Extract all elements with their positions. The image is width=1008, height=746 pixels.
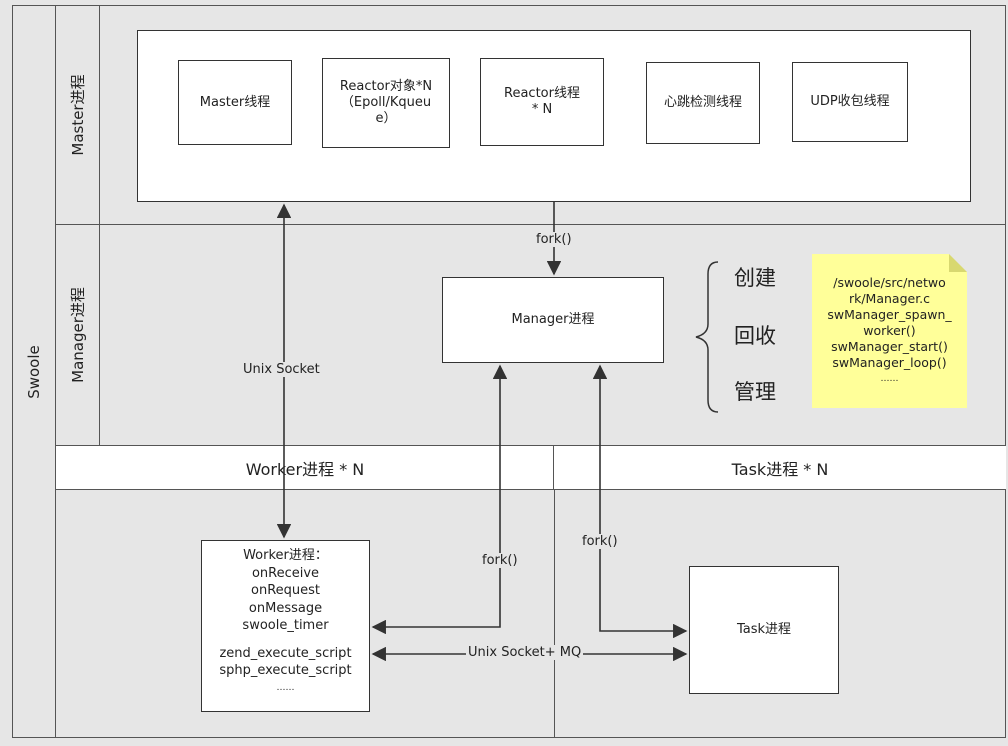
reactor-thread-box: Reactor线程 * N [480,58,604,146]
brace-item-recycle: 回收 [734,324,776,348]
udp-thread-box: UDP收包线程 [792,62,908,142]
manager-label-column [56,225,100,446]
unix-socket-mq-label: Unix Socket+ MQ [466,645,584,660]
heartbeat-thread-box: 心跳检测线程 [646,62,760,144]
note-line: worker() [863,323,916,338]
worker-line: sphp_execute_script [219,663,352,678]
note-line: swManager_loop() [832,355,947,370]
brace-item-manage: 管理 [734,380,776,404]
worker-fork-label: fork() [480,553,520,568]
worker-line: onReceive [251,565,320,581]
manager-box-label: Manager进程 [511,312,595,327]
worker-line: onMessage [248,600,323,616]
master-thread-box: Master线程 [178,60,292,145]
task-box: Task进程 [689,566,839,694]
manager-section [56,225,1006,446]
worker-line: …… [276,682,295,693]
task-box-label: Task进程 [736,622,792,637]
worker-line: zend_execute_script [219,645,352,661]
worker-task-divider [554,490,555,738]
heartbeat-thread-label: 心跳检测线程 [663,95,742,110]
udp-thread-label: UDP收包线程 [810,94,890,109]
reactor-object-label: Reactor对象*N （Epoll/Kqueu e） [339,79,433,126]
worker-header: Worker进程 * N [245,460,365,479]
task-header: Task进程 * N [731,460,829,479]
master-thread-label: Master线程 [199,94,271,110]
note-line: swManager_spawn_ [827,307,952,322]
note-line: /swoole/src/netwo [833,275,946,290]
swoole-column [12,5,56,738]
reactor-object-box: Reactor对象*N （Epoll/Kqueu e） [322,58,450,148]
master-section [56,5,1006,225]
worker-box-text: Worker进程： onReceive onRequest onMessage … [202,541,369,697]
note-line: rk/Manager.c [848,291,931,306]
worker-box: Worker进程： onReceive onRequest onMessage … [201,540,370,712]
task-fork-label: fork() [580,534,620,549]
reactor-thread-label: Reactor线程 * N [504,86,580,117]
manager-task-fork-link [592,364,688,639]
note-line: swManager_start() [831,339,948,354]
manager-box: Manager进程 [442,277,664,363]
worker-line: Worker进程： [243,548,328,563]
worker-line: onRequest [251,583,320,598]
note-text: /swoole/src/netwo rk/Manager.c swManager… [827,275,951,387]
brace-shape [695,261,719,413]
manager-source-note: /swoole/src/netwo rk/Manager.c swManager… [812,254,967,408]
manager-worker-fork-link [371,364,508,635]
note-line: …… [880,374,899,384]
unix-socket-label: Unix Socket [241,362,322,377]
note-fold [949,254,967,272]
brace-item-create: 创建 [734,266,776,290]
worker-line: swoole_timer [242,618,329,633]
master-label-column [56,5,100,225]
master-manager-fork-label: fork() [534,232,574,247]
